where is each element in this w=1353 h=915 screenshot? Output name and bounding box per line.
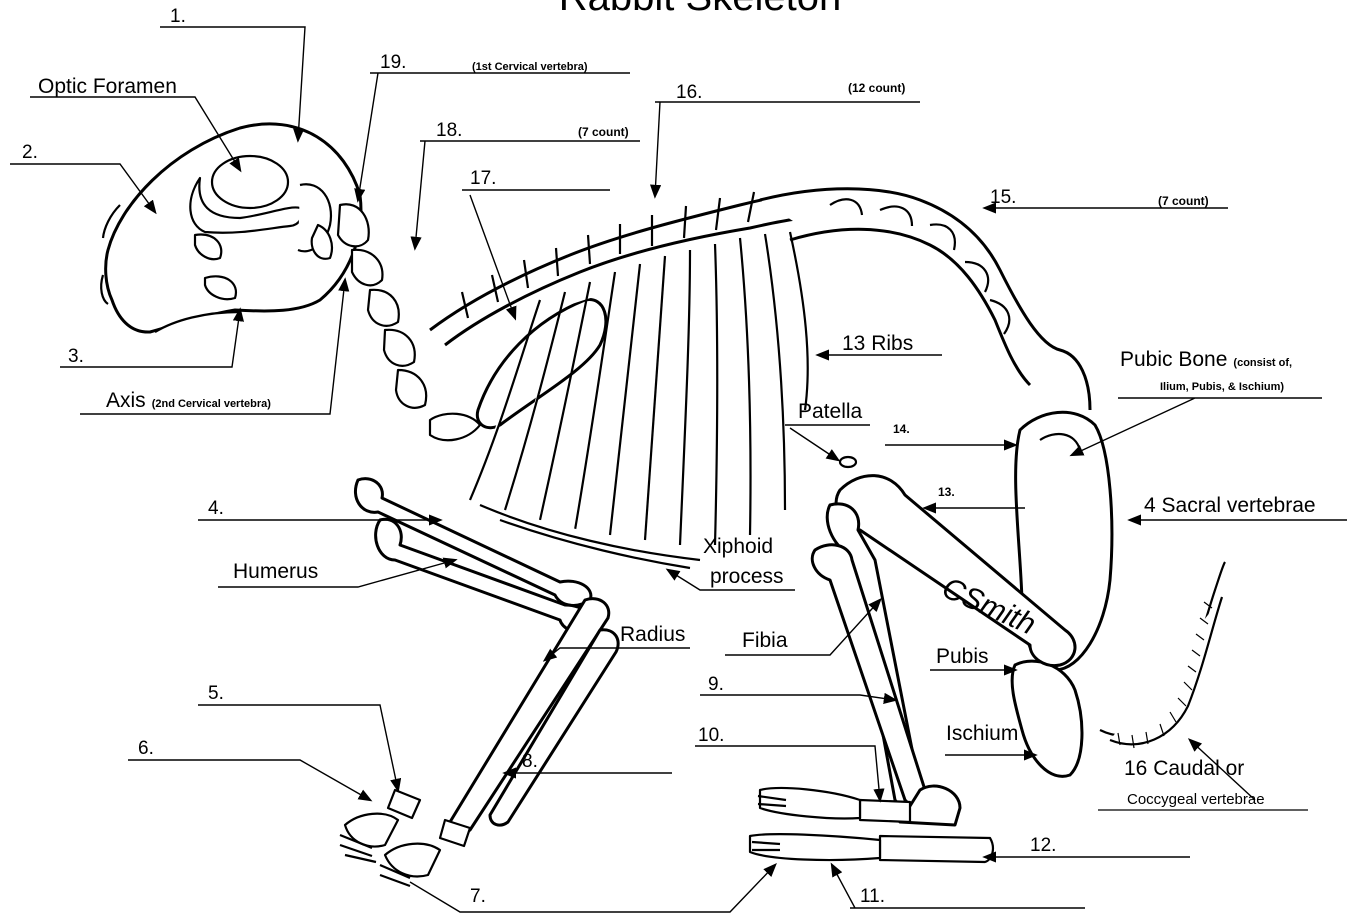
label-13: 13. (938, 485, 955, 499)
label-11: 11. (860, 886, 885, 907)
label-10: 10. (698, 725, 724, 746)
label-xiphoid-1: Xiphoid (703, 535, 773, 558)
label-19: 19. (380, 52, 406, 73)
label-1: 1. (170, 6, 186, 27)
label-pubis: Pubis (936, 645, 989, 668)
label-ischium: Ischium (946, 722, 1018, 745)
label-pubic-bone: Pubic Bone(consist of, (1120, 348, 1292, 371)
label-15: 15. (990, 187, 1016, 208)
label-patella: Patella (798, 400, 863, 423)
label-4: 4. (208, 498, 224, 519)
label-14: 14. (893, 422, 910, 436)
label-9: 9. (708, 674, 724, 695)
label-8: 8. (522, 751, 538, 772)
label-12-count: (12 count) (848, 81, 905, 95)
label-xiphoid-2: process (710, 565, 784, 588)
label-fibia: Fibia (742, 629, 788, 652)
label-18: 18. (436, 120, 462, 141)
label-12: 12. (1030, 835, 1056, 856)
skeleton-illustration: CSmith (101, 124, 1225, 886)
label-pubic-bone-note: Ilium, Pubis, & Ischium) (1160, 381, 1284, 393)
label-axis: Axis(2nd Cervical vertebra) (106, 389, 271, 412)
label-sacral: 4 Sacral vertebrae (1144, 494, 1316, 517)
label-radius: Radius (620, 623, 685, 646)
label-5: 5. (208, 683, 224, 704)
label-7-count-b: (7 count) (1158, 194, 1209, 208)
label-1st-cervical: (1st Cervical vertebra) (472, 61, 588, 73)
label-caudal-1: 16 Caudal or (1124, 757, 1244, 780)
label-7: 7. (470, 886, 486, 907)
label-16: 16. (676, 82, 702, 103)
label-17: 17. (470, 168, 496, 189)
label-caudal-2: Coccygeal vertebrae (1127, 791, 1265, 808)
label-2: 2. (22, 142, 38, 163)
label-7-count-a: (7 count) (578, 125, 629, 139)
label-optic-foramen: Optic Foramen (38, 75, 177, 98)
label-6: 6. (138, 738, 154, 759)
label-13-ribs: 13 Ribs (842, 332, 913, 355)
label-humerus: Humerus (233, 560, 318, 583)
label-3: 3. (68, 346, 84, 367)
diagram-title: Rabbit Skeleton (559, 0, 841, 19)
